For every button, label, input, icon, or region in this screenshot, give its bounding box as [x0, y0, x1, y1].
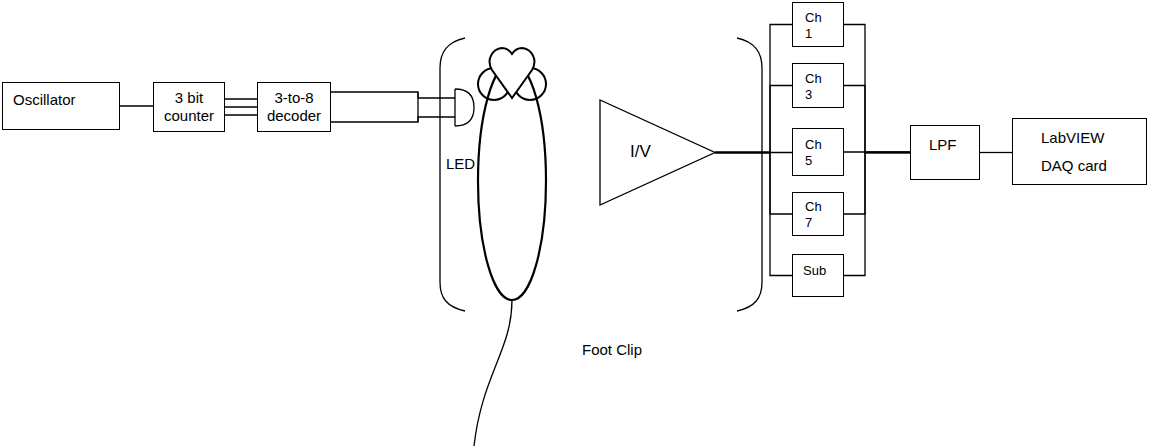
node-text: Ch 3 [805, 71, 822, 102]
decoder-box: 3-to-8 decoder [257, 82, 331, 132]
node-text: Ch 7 [805, 199, 822, 230]
subtraction-box: Sub [792, 254, 844, 297]
node-text: 3 bit counter [160, 89, 218, 125]
node-text: DAQ card [1041, 157, 1136, 175]
node-text: I/V [630, 142, 675, 162]
channel-box: Ch 5 [792, 128, 844, 176]
node-text: Ch 5 [805, 137, 822, 168]
daq-box: LabVIEW DAQ card [1012, 118, 1147, 185]
signal-wire [844, 25, 910, 153]
signal-wire [715, 25, 792, 153]
led-flat [454, 89, 455, 126]
led-dome [455, 89, 474, 126]
signal-wire [844, 86, 910, 153]
channel-box: Ch 1 [792, 2, 844, 47]
lowpass-filter-box: LPF [910, 125, 980, 180]
amplifier-outline [600, 100, 715, 205]
node-text: Ch 1 [805, 10, 822, 41]
signal-wire [715, 153, 792, 276]
led-wire [331, 92, 455, 98]
node-text: Oscillator [13, 91, 109, 109]
channel-box: Ch 3 [792, 63, 844, 108]
counter-box: 3 bit counter [153, 82, 225, 132]
led-base [417, 92, 418, 122]
signal-wire [844, 153, 910, 276]
foot-clip-label: Foot Clip [582, 341, 642, 359]
oscillator-box: Oscillator [2, 82, 120, 130]
signal-wire [120, 105, 153, 106]
signal-wire [715, 86, 792, 153]
mouse-head [490, 48, 535, 98]
led-label: LED [446, 155, 475, 173]
signal-wire [980, 152, 1012, 153]
node-text: Sub [803, 263, 835, 279]
foot-clip-left-jaw [440, 38, 465, 311]
node-text: LabVIEW [1041, 129, 1136, 147]
signal-wire [225, 99, 257, 115]
led-wire [331, 117, 455, 122]
node-text: 3-to-8 decoder [264, 89, 324, 125]
amplifier-triangle [600, 100, 715, 205]
foot-clip-right-jaw [737, 38, 762, 311]
mouse-tail [474, 300, 512, 446]
channel-box: Ch 7 [792, 192, 844, 236]
node-text: LPF [929, 136, 969, 154]
signal-wire [715, 153, 792, 215]
signal-wire [844, 153, 910, 215]
iv-amplifier: I/V [600, 100, 715, 205]
